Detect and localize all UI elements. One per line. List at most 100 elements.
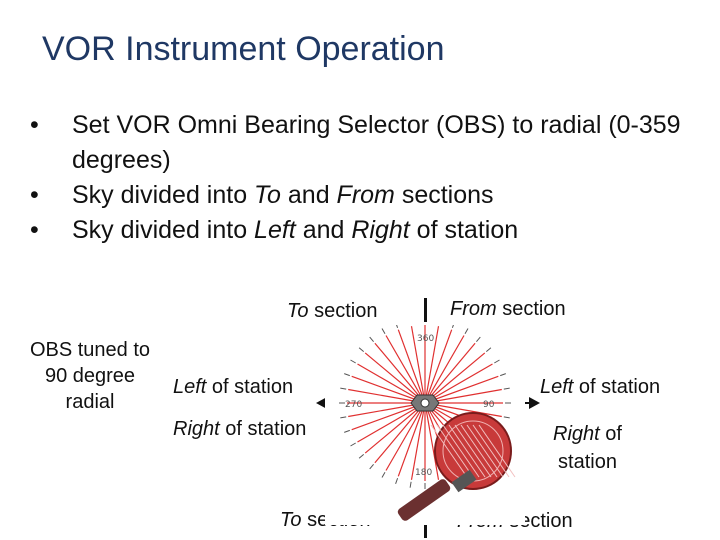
radial-ray: [364, 352, 426, 404]
of-text: of: [599, 423, 622, 445]
bullet-list: • Set VOR Omni Bearing Selector (OBS) to …: [30, 108, 710, 248]
radial-ray: [364, 402, 426, 454]
radial-ray: [424, 329, 453, 404]
scale-tick: [369, 463, 374, 470]
right-of-station-inner: Right of station: [173, 418, 306, 441]
radial-ray: [424, 375, 499, 404]
bullet-text-part: sections: [394, 181, 494, 209]
bullet-text-part: Sky divided into: [72, 216, 255, 244]
bullet-text: Set VOR Omni Bearing Selector (OBS) to r…: [72, 111, 681, 174]
bullet-item: • Set VOR Omni Bearing Selector (OBS) to …: [30, 108, 710, 178]
scale-tick: [381, 472, 386, 478]
radial-ray: [424, 402, 440, 480]
left-of-station-inner: Left of station: [173, 376, 293, 399]
section-word: section: [496, 298, 566, 320]
tick-label-180: 180: [415, 468, 432, 478]
scale-tick: [503, 387, 510, 390]
obs-dial: [430, 412, 516, 490]
bullet-text-part: and: [295, 216, 352, 244]
dial-stripe: [442, 424, 480, 478]
obs-knob-base: [451, 469, 477, 493]
radial-ray: [397, 329, 426, 404]
scale-tick: [500, 373, 506, 377]
scale-tick: [350, 359, 356, 364]
obs-tuned-label: OBS tuned to 90 degree radial: [0, 337, 180, 415]
scale-tick: [344, 429, 350, 433]
bullet-text: Sky divided into Left and Right of stati…: [72, 216, 518, 244]
radial-ray: [374, 342, 426, 404]
radial-ray: [410, 326, 426, 404]
radial-ray: [385, 402, 426, 471]
bullet-text-part: Left: [254, 216, 296, 244]
radial-ray: [374, 402, 426, 464]
bullet-text-part: Set VOR Omni Bearing Selector (OBS) to r…: [72, 111, 681, 174]
bullet-text-part: and: [280, 181, 337, 209]
radial-ray: [397, 402, 426, 477]
radial-ray: [357, 363, 426, 404]
section-word: section: [308, 300, 378, 322]
slide-title: VOR Instrument Operation: [42, 30, 445, 68]
bullet-text-part: Right: [351, 216, 410, 244]
bullet-text: Sky divided into To and From sections: [72, 181, 494, 209]
left-of-station-outer: Left of station: [540, 376, 660, 399]
to-section-label-top: To section: [287, 300, 377, 323]
station-word: station: [558, 451, 617, 473]
scale-tick: [340, 387, 347, 390]
scale-tick: [381, 328, 386, 334]
left-word: Left: [173, 376, 207, 398]
radial-ray: [351, 402, 426, 431]
bullet-item: • Sky divided into To and From sections: [30, 178, 710, 213]
right-of-station-outer: Right of station: [530, 420, 645, 476]
radial-ray: [424, 335, 465, 404]
dial-stripe: [466, 424, 504, 478]
bullet-text-part: From: [336, 181, 395, 209]
scale-tick: [350, 442, 356, 447]
bullet-text-part: of station: [409, 216, 519, 244]
scale-tick: [503, 416, 510, 419]
section-word: section: [503, 510, 573, 532]
scale-tick: [395, 478, 399, 484]
right-word: Right: [173, 418, 220, 440]
bullet-dot: •: [30, 111, 39, 139]
bullet-item: •Sky divided into Left and Right of stat…: [30, 213, 710, 248]
to-word: To: [287, 300, 309, 322]
obs-line-2: 90 degree: [44, 365, 136, 387]
left-word: Left: [540, 376, 574, 398]
tick-label-90: 90: [483, 400, 495, 410]
from-section-label-top: From section: [450, 298, 566, 321]
scale-tick: [464, 328, 469, 334]
vor-compass-diagram: 360 270 90 180: [325, 325, 525, 525]
radial-ray: [351, 375, 426, 404]
obs-line-1: OBS tuned to: [29, 339, 151, 361]
bullet-dot: •: [30, 181, 39, 209]
dial-stripe: [460, 424, 498, 478]
vor-station-center: [420, 398, 430, 408]
of-station-text: of station: [573, 376, 661, 398]
scale-tick: [358, 347, 365, 352]
scale-tick: [369, 336, 374, 343]
scale-tick: [476, 336, 481, 343]
from-word: From: [450, 298, 497, 320]
to-word: To: [280, 509, 302, 531]
bullet-text-part: To: [254, 181, 281, 209]
tick-label-270: 270: [345, 400, 362, 410]
dial-stripe: [478, 424, 516, 478]
of-station-text: of station: [206, 376, 294, 398]
radial-ray: [357, 402, 426, 443]
scale-tick: [340, 416, 347, 419]
radial-ray: [424, 352, 486, 404]
of-station-text: of station: [219, 418, 307, 440]
obs-line-3: radial: [65, 391, 115, 413]
obs-dial-stripes: [430, 424, 516, 478]
scale-tick: [494, 359, 500, 364]
radial-ray: [385, 335, 426, 404]
radial-ray: [424, 342, 476, 404]
tick-label-360: 360: [417, 334, 434, 344]
radial-ray: [424, 326, 440, 404]
scale-tick: [396, 325, 399, 328]
scale-tick: [451, 325, 454, 328]
to-from-divider-top: [424, 298, 427, 322]
right-word: Right: [553, 423, 600, 445]
scale-tick: [358, 454, 365, 459]
dial-stripe: [472, 424, 510, 478]
